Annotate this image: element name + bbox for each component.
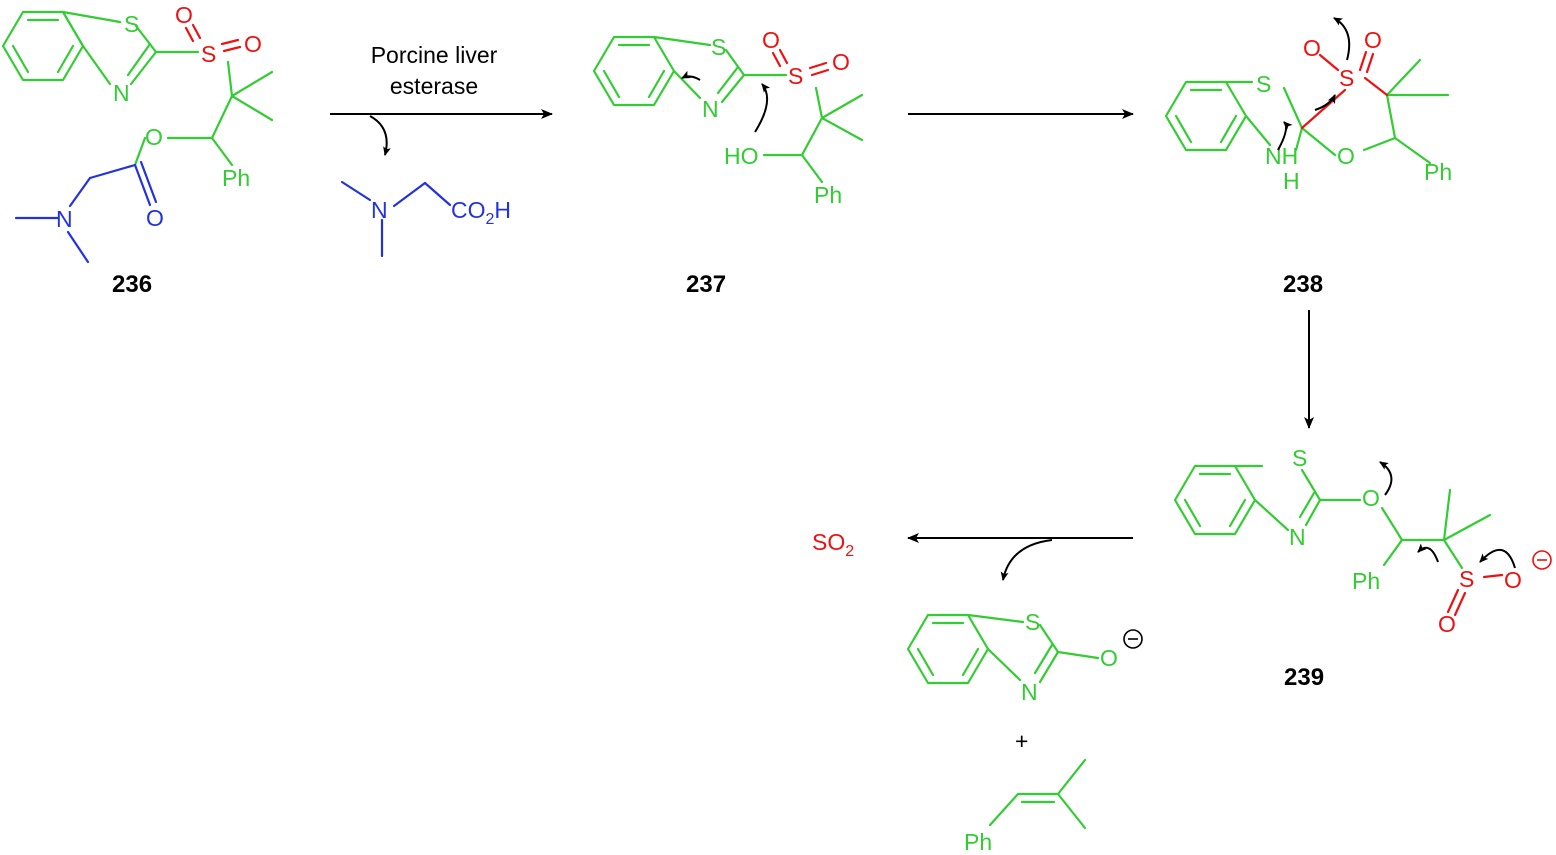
- benzothiazole-ring-236: [1, 10, 274, 167]
- carboxyl-label: CO2H: [451, 197, 511, 228]
- sulfur-atom: S: [1459, 566, 1474, 592]
- dimethylglycine-byproduct: N CO2H: [340, 180, 511, 258]
- phenyl-label: Ph: [222, 165, 250, 191]
- phenyl-label: Ph: [814, 182, 842, 208]
- oxygen-atom: O: [244, 31, 262, 57]
- curved-arrow: [1277, 121, 1293, 151]
- compound-label-238: 238: [1283, 271, 1323, 298]
- oxygen-atom: O: [1303, 35, 1321, 61]
- compound-label-236: 236: [112, 271, 152, 298]
- nh-label: NH: [1265, 143, 1298, 169]
- nitrogen-atom: N: [1021, 679, 1038, 705]
- curved-arrow: [1333, 17, 1351, 61]
- oxygen-atom: O: [175, 2, 193, 28]
- curved-arrow: [754, 83, 771, 133]
- curved-arrow: [681, 70, 701, 81]
- alkene-product: Ph: [964, 758, 1087, 855]
- glycinate-bonds-236: [14, 160, 158, 264]
- sulfur-atom: S: [124, 11, 139, 37]
- curved-arrow: [1314, 94, 1336, 111]
- negative-charge-icon: [1123, 629, 1143, 649]
- sulfur-atom: S: [1339, 65, 1354, 91]
- compound-236: S N O S O O Ph O N 236: [1, 2, 274, 298]
- sulfur-atom: S: [1292, 445, 1307, 471]
- oxygen-atom: O: [832, 49, 850, 75]
- sulfur-atom: S: [788, 63, 803, 89]
- oxygen-atom: O: [1362, 485, 1380, 511]
- conditions-line-2: esterase: [390, 73, 478, 99]
- nitrogen-atom: N: [56, 206, 73, 232]
- reaction-arrow-1: Porcine liver esterase: [330, 42, 553, 156]
- nitrogen-atom: N: [113, 80, 130, 106]
- benzothiazolate-product: S N O +: [906, 609, 1143, 754]
- oxygen-atom: O: [1337, 143, 1355, 169]
- curved-arrow: [1479, 549, 1516, 569]
- compound-237: S N O S O HO Ph 237: [592, 27, 864, 298]
- compound-239: S N O Ph S O O 239: [1173, 445, 1552, 691]
- nitrogen-atom: N: [1289, 524, 1306, 550]
- curved-arrow: [1379, 461, 1393, 496]
- phenyl-label: Ph: [1352, 568, 1380, 594]
- conditions-line-1: Porcine liver: [371, 42, 498, 68]
- oxygen-atom: O: [762, 27, 780, 53]
- sulfur-atom: S: [1256, 71, 1271, 97]
- hydroxyl-label: HO: [724, 143, 759, 169]
- oxygen-atom: O: [145, 124, 163, 150]
- compound-label-239: 239: [1284, 664, 1324, 691]
- oxygen-atom: O: [1100, 645, 1118, 671]
- reaction-arrow-4: [907, 533, 1133, 581]
- phenyl-label: Ph: [1424, 159, 1452, 185]
- oxygen-atom: O: [1504, 567, 1522, 593]
- negative-charge-icon: [1532, 550, 1552, 570]
- oxygen-atom: O: [1438, 611, 1456, 637]
- compound-238: S NH H O Ph O O S 238: [1164, 17, 1452, 298]
- compound-label-237: 237: [686, 271, 726, 298]
- plus-sign: +: [1015, 728, 1028, 754]
- sulfonyl-bonds-236: [184, 23, 242, 53]
- nitrogen-atom: N: [371, 197, 388, 223]
- nitrogen-atom: N: [702, 96, 719, 122]
- curved-arrow: [1417, 543, 1439, 563]
- oxygen-atom: O: [1364, 27, 1382, 53]
- phenyl-label: Ph: [964, 829, 992, 855]
- sulfur-dioxide-label: SO2: [812, 529, 854, 560]
- sulfur-atom: S: [201, 41, 216, 67]
- oxygen-atom: O: [146, 205, 164, 231]
- hydrogen-label: H: [1283, 168, 1300, 194]
- sulfur-atom: S: [711, 34, 726, 60]
- sulfur-atom: S: [1025, 609, 1040, 635]
